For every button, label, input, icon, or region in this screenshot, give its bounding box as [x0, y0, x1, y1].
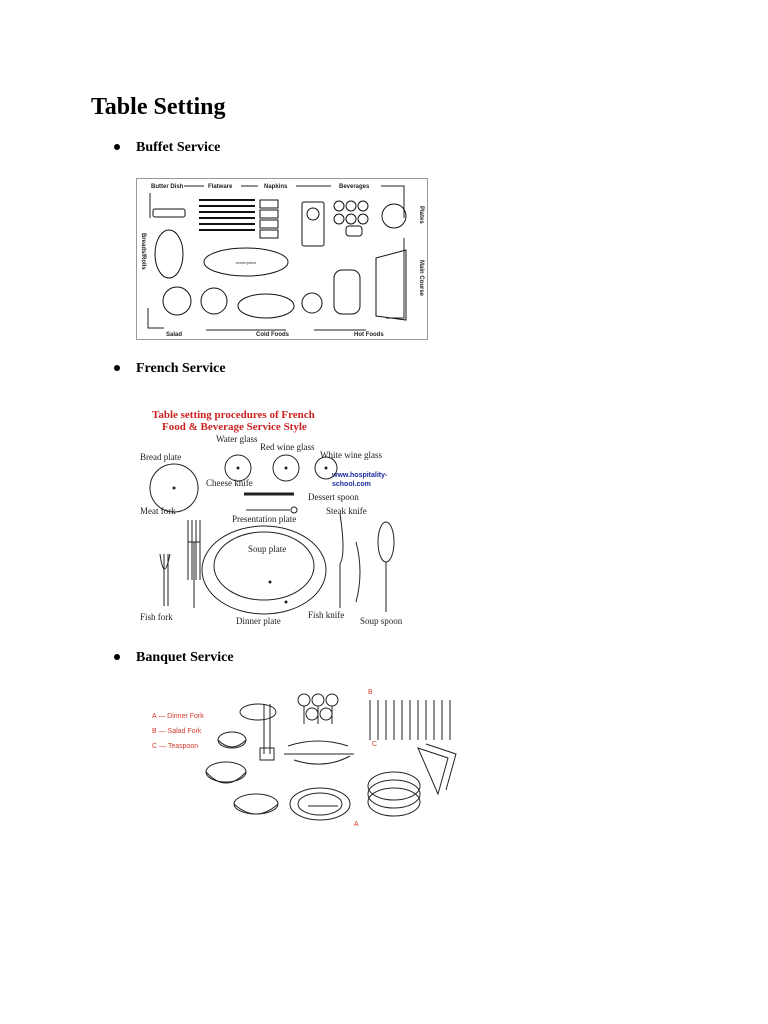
label-soup-spoon: Soup spoon [360, 616, 403, 626]
label-beverages: Beverages [339, 184, 370, 190]
label-white-wine-glass: White wine glass [320, 450, 382, 460]
section-heading-banquet: Banquet Service [136, 650, 234, 665]
label-steak-knife: Steak knife [326, 506, 367, 516]
label-fish-fork: Fish fork [140, 612, 173, 622]
french-title-line1: Table setting procedures of French [152, 409, 315, 421]
label-cheese-knife: Cheese knife [206, 478, 253, 488]
label-centerpiece: centerpiece [236, 260, 257, 265]
bullet-icon [114, 365, 120, 371]
buffet-service-diagram: Butter Dish Flatware Napkins Beverages P… [136, 178, 428, 340]
label-dessert-spoon: Dessert spoon [308, 492, 359, 502]
label-bread-plate: Bread plate [140, 452, 181, 462]
banquet-service-diagram: A — Dinner Fork B — Salad Fork C — Teasp… [152, 689, 457, 828]
label-plates: Plates [418, 206, 424, 224]
website-line1: www.hospitality- [331, 472, 388, 479]
website-line2: school.com [332, 481, 371, 488]
marker-a: A [354, 821, 359, 828]
bullet-icon [114, 654, 120, 660]
label-napkins: Napkins [264, 184, 288, 190]
legend-teaspoon: C — Teaspoon [152, 743, 198, 750]
label-breads-rolls: Breads/Rolls [140, 233, 146, 270]
page-title: Table Setting [91, 94, 226, 120]
section-heading-buffet: Buffet Service [136, 140, 221, 155]
label-main-course: Main Course [418, 260, 424, 297]
legend-dinner-fork: A — Dinner Fork [152, 713, 204, 720]
french-service-diagram: Table setting procedures of French Food … [140, 409, 403, 626]
label-water-glass: Water glass [216, 434, 258, 444]
legend-salad-fork: B — Salad Fork [152, 728, 202, 735]
label-hot-foods: Hot Foods [354, 332, 384, 338]
label-dinner-plate: Dinner plate [236, 616, 281, 626]
label-salad: Salad [166, 332, 182, 338]
marker-c: C [372, 741, 377, 748]
label-butter-dish: Butter Dish [151, 184, 184, 190]
label-flatware: Flatware [208, 184, 233, 190]
label-meat-fork: Meat fork [140, 506, 176, 516]
label-cold-foods: Cold Foods [256, 332, 290, 338]
label-red-wine-glass: Red wine glass [260, 442, 315, 452]
label-fish-knife: Fish knife [308, 610, 344, 620]
label-presentation-plate: Presentation plate [232, 514, 296, 524]
section-heading-french: French Service [136, 361, 226, 376]
label-soup-plate: Soup plate [248, 544, 286, 554]
bullet-icon [114, 144, 120, 150]
french-title-line2: Food & Beverage Service Style [162, 421, 307, 433]
marker-b: B [368, 689, 373, 696]
